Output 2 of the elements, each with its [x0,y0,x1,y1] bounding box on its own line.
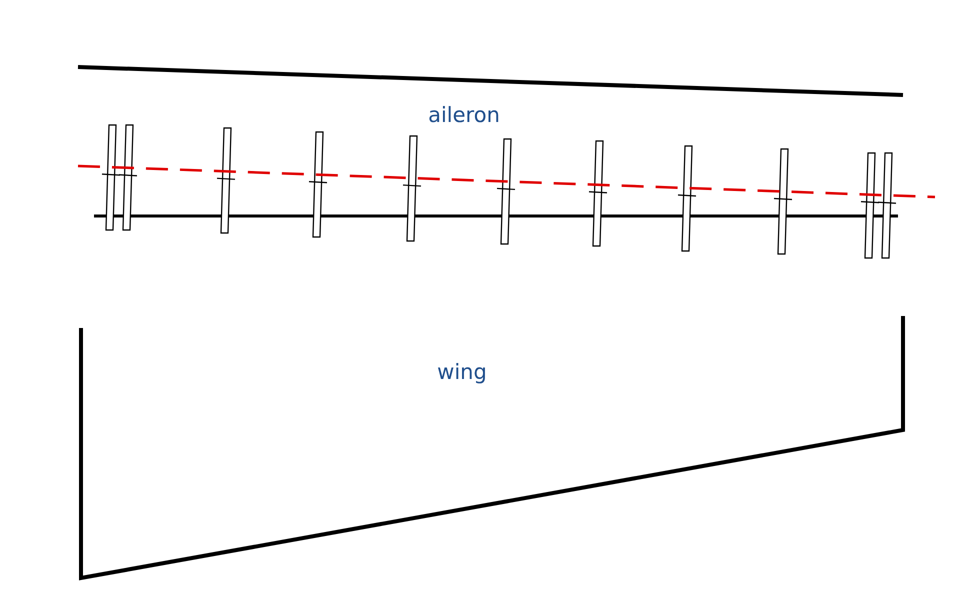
part-label: wing [437,360,487,384]
part-label: aileron [428,103,500,127]
